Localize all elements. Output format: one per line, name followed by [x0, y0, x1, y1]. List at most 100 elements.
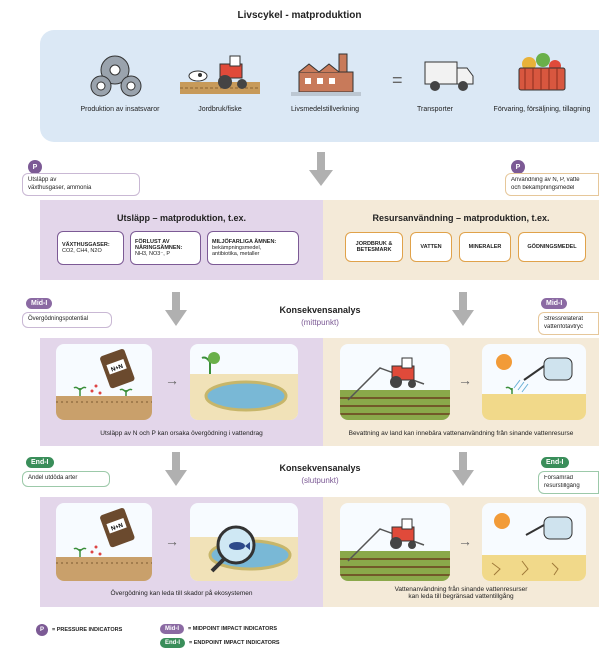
- caption-line: kan leda till begränsad vattentillgång: [408, 593, 514, 600]
- arrow-down-icon: [452, 292, 474, 326]
- pill-line: NÄRINGSÄMNEN:: [135, 244, 183, 251]
- stage-label: Transporter: [417, 106, 453, 113]
- legend-endpoint: End-I = ENDPOINT IMPACT INDICATORS: [160, 638, 280, 648]
- pill-line: NH3, NO3⁻, P: [135, 251, 170, 258]
- truck-icon: [424, 61, 474, 91]
- pill-fertilizer: GÖDNINGSMEDEL: [518, 232, 586, 262]
- watering-can-icon: [482, 354, 586, 420]
- stage-label: Livsmedelstillverkning: [290, 106, 360, 113]
- basket-icon: [518, 53, 566, 91]
- midpoint-caption-right: Bevattning av land kan innebära vattenan…: [348, 430, 574, 437]
- pressure-badge: P: [511, 160, 525, 174]
- midpoint-badge: Mid-I: [26, 298, 53, 309]
- magnifier-fish-icon: [190, 525, 298, 581]
- stage-transport: Transporter: [385, 50, 485, 113]
- lake-icon: [190, 352, 298, 420]
- irrigation-tractor-icon: [340, 357, 450, 420]
- page-title: Livscykel - matproduktion: [237, 10, 362, 21]
- midpoint-caption-left: Utsläpp av N och P kan orsaka övergödnin…: [100, 430, 263, 437]
- stage-inputs: Produktion av insatsvaror: [70, 50, 170, 113]
- stage-farming: Jordbruk/fiske: [170, 50, 270, 113]
- pill-minerals: MINERALER: [459, 232, 511, 262]
- pill-line: bekämpningsmedel,: [212, 244, 262, 251]
- midpoint-note-right: Stressrelaterat vattenfotavtryc: [538, 312, 599, 335]
- dry-watering-can-icon: [482, 513, 586, 581]
- legend-text: = MIDPOINT IMPACT INDICATORS: [188, 626, 278, 632]
- note-line: vattenfotavtryc: [544, 323, 584, 330]
- endpoint-caption-right: Vattenanvändning från sinande vattenresu…: [323, 586, 599, 600]
- endpoint-note-right: Försämrad resurstillgång: [538, 471, 599, 494]
- legend-badge: End-I: [160, 638, 185, 648]
- note-line: resurstillgång: [544, 482, 580, 489]
- equals-symbol: =: [392, 70, 403, 90]
- arrow-down-icon: [452, 452, 474, 486]
- pressure-note-left: Utsläpp av växthusgaser, ammonia: [22, 173, 140, 196]
- endpoint-title: Konsekvensanalys: [279, 463, 361, 473]
- arrow-right-icon: →: [458, 372, 472, 388]
- midpoint-title: Konsekvensanalys: [279, 305, 361, 315]
- bag-label: N+N: [111, 364, 124, 374]
- illustration-damaged-ecosystem: [190, 503, 298, 581]
- legend-pressure: P = PRESSURE INDICATORS: [36, 624, 122, 636]
- irrigation-tractor-icon: [340, 518, 450, 581]
- pill-line: VÄXTHUSGASER:: [62, 241, 110, 248]
- pill-farmland: JORDBRUK & BETESMARK: [345, 232, 403, 262]
- arrow-down-icon: [309, 152, 333, 186]
- midpoint-note-left: Övergödningspotential: [22, 312, 112, 328]
- fertilizer-bag-icon: N+N: [56, 508, 152, 581]
- stage-manufacturing: Livsmedelstillverkning: [275, 50, 375, 113]
- caption-line: Vattenanvändning från sinande vattenresu…: [394, 586, 528, 593]
- endpoint-badge: End-I: [541, 457, 569, 468]
- illustration-irrigation: [340, 503, 450, 581]
- endpoint-caption-left: Övergödning kan leda till skador på ekos…: [110, 590, 253, 597]
- arrow-right-icon: →: [458, 533, 472, 549]
- note-line: Användning av N, P, vatte: [511, 177, 580, 183]
- pill-greenhouse-gases: VÄXTHUSGASER:CO2, CH4, N2O: [57, 231, 124, 265]
- note-line: Stressrelaterat: [544, 316, 584, 322]
- illustration-dry-land: [482, 503, 586, 581]
- note-line: och bekämpningsmedel: [511, 184, 575, 191]
- tractor-icon: [180, 55, 260, 94]
- note-line: Försämrad: [544, 475, 574, 481]
- pill-water: VATTEN: [410, 232, 452, 262]
- arrow-right-icon: →: [165, 372, 179, 388]
- factory-icon: [291, 53, 361, 96]
- illustration-eutrophic-lake: [190, 344, 298, 420]
- gears-icon: [90, 55, 142, 97]
- resources-title: Resursanvändning – matproduktion, t.ex.: [372, 213, 550, 223]
- stage-label: Förvaring, försäljning, tillagning: [493, 106, 591, 113]
- legend-badge: P: [36, 624, 48, 636]
- pill-line: MILJÖFARLIGA ÄMNEN:: [212, 238, 277, 245]
- pressure-badge: P: [28, 160, 42, 174]
- endpoint-subtitle: (slutpunkt): [301, 476, 339, 485]
- pill-line: FÖRLUST AV: [135, 238, 170, 245]
- note-line: Utsläpp av: [28, 177, 57, 183]
- illustration-fertilizer-soil: N+N: [56, 503, 152, 581]
- legend-text: = PRESSURE INDICATORS: [52, 627, 123, 633]
- pressure-note-right: Användning av N, P, vatte och bekämpning…: [505, 173, 599, 196]
- arrow-right-icon: →: [165, 533, 179, 549]
- arrow-down-icon: [165, 292, 187, 326]
- legend-midpoint: Mid-I = MIDPOINT IMPACT INDICATORS: [160, 624, 277, 634]
- illustration-irrigation: [340, 344, 450, 420]
- stage-label: Produktion av insatsvaror: [80, 106, 160, 113]
- midpoint-subtitle: (mittpunkt): [301, 318, 339, 327]
- endpoint-badge: End-I: [26, 457, 54, 468]
- endpoint-note-left: Andel utdöda arter: [22, 471, 110, 487]
- illustration-watering-can: [482, 344, 586, 420]
- arrow-down-icon: [165, 452, 187, 486]
- legend-badge: Mid-I: [160, 624, 184, 634]
- emissions-title: Utsläpp – matproduktion, t.ex.: [116, 213, 246, 223]
- note-line: växthusgaser, ammonia: [28, 184, 92, 191]
- pill-line: CO2, CH4, N2O: [62, 248, 102, 254]
- bag-label: N+N: [111, 523, 124, 533]
- illustration-fertilizer-soil: N+N: [56, 344, 152, 420]
- fertilizer-bag-icon: N+N: [56, 349, 152, 420]
- legend-text: = ENDPOINT IMPACT INDICATORS: [189, 640, 280, 646]
- pill-hazardous-substances: MILJÖFARLIGA ÄMNEN:bekämpningsmedel,anti…: [207, 231, 299, 265]
- pill-line: antibiotika, metaller: [212, 251, 260, 258]
- stage-label: Jordbruk/fiske: [198, 106, 242, 113]
- midpoint-badge: Mid-I: [541, 298, 568, 309]
- stage-retail: Förvaring, försäljning, tillagning: [492, 50, 592, 113]
